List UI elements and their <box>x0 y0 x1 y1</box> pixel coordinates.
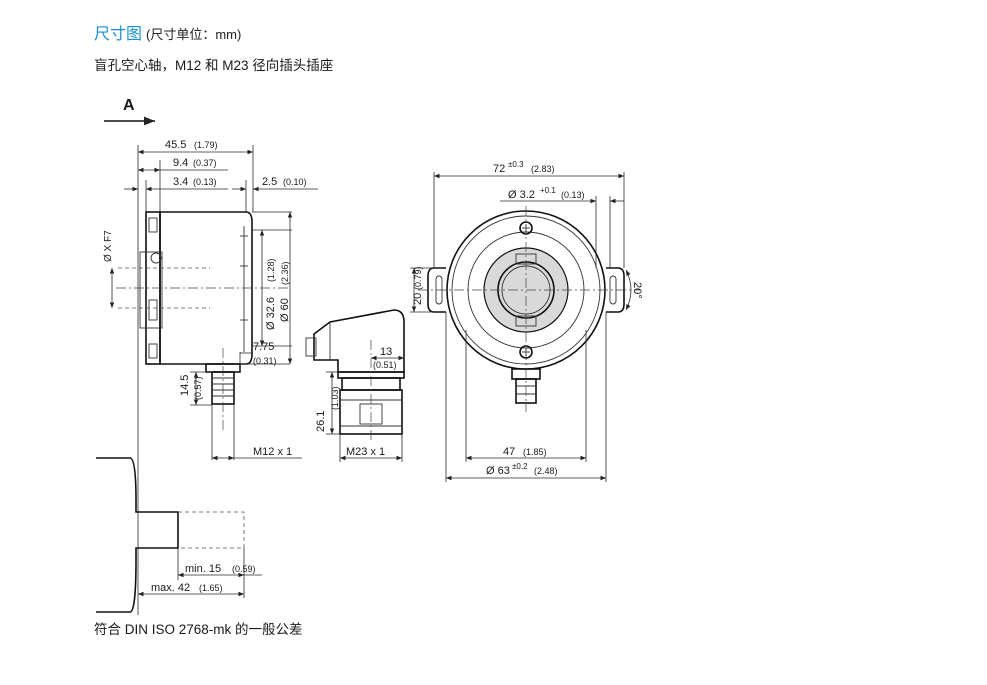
view-label: A <box>123 97 135 114</box>
dim-60-in: (2.36) <box>280 261 290 285</box>
unit-note: (尺寸单位：mm) <box>146 27 242 42</box>
dim-72: 72 <box>493 163 505 175</box>
dim-13-in: (0.51) <box>373 360 397 370</box>
page-subtitle: 盲孔空心轴，M12 和 M23 径向插头插座 <box>94 58 334 73</box>
side-view-m12: 45.5 (1.79) 9.4 (0.37) 3.4 (0.13) 2.5 (0… <box>103 139 318 615</box>
dim-3-2: Ø 3.2 <box>508 189 535 201</box>
title-text: 尺寸图 <box>94 26 143 43</box>
dim-72-in: (2.83) <box>531 164 555 174</box>
dim-min-15: min. 15 <box>185 563 221 575</box>
front-view: 72 ±0.3 (2.83) Ø 3.2 +0.1 (0.13) <box>410 160 643 482</box>
dim-20-in: (0.79) <box>413 266 423 290</box>
view-arrow-a: A <box>104 97 155 126</box>
dim-m23: M23 x 1 <box>346 446 385 458</box>
dim-min-15-in: (0.59) <box>232 564 256 574</box>
dim-20: 20 <box>412 293 424 305</box>
dim-3-4: 3.4 <box>173 176 188 188</box>
dim-7-75-in: (0.31) <box>253 356 277 366</box>
dim-max-42-in: (1.65) <box>199 583 223 593</box>
dim-45-5: 45.5 <box>165 139 186 151</box>
dim-32-6: Ø 32.6 <box>265 297 277 330</box>
dim-max-42: max. 42 <box>151 582 190 594</box>
dim-26-1-in: (1.03) <box>330 386 340 410</box>
dim-47-in: (1.85) <box>523 447 547 457</box>
dim-3-4-in: (0.13) <box>193 177 217 187</box>
dim-45-5-in: (1.79) <box>194 140 218 150</box>
dim-2-5: 2.5 <box>262 176 277 188</box>
dim-32-6-in: (1.28) <box>266 258 276 282</box>
dim-26-1: 26.1 <box>315 411 327 432</box>
dim-60: Ø 60 <box>279 298 291 322</box>
dim-9-4-in: (0.37) <box>193 158 217 168</box>
dim-7-75: 7.75 <box>253 341 274 353</box>
dim-72-tol: ±0.3 <box>508 160 524 169</box>
side-view-m23: 13 (0.51) 26.1 (1.03) M23 x 1 <box>305 309 405 462</box>
dim-47: 47 <box>503 446 515 458</box>
dim-angle-20: 20° <box>631 282 643 299</box>
dim-2-5-in: (0.10) <box>283 177 307 187</box>
dim-3-2-in: (0.13) <box>561 190 585 200</box>
dim-m12: M12 x 1 <box>253 446 292 458</box>
dim-shaft-bore: Ø X F7 <box>103 230 114 262</box>
dim-3-2-tol: +0.1 <box>540 186 556 195</box>
shaft-detail: min. 15 (0.59) max. 42 (1.65) <box>96 457 262 613</box>
dim-14-5: 14.5 <box>179 375 191 396</box>
dim-63-in: (2.48) <box>534 466 558 476</box>
dim-9-4: 9.4 <box>173 157 188 169</box>
dim-63-tol: ±0.2 <box>512 462 528 471</box>
dim-63: Ø 63 <box>486 465 510 477</box>
dim-14-5-in: (0.57) <box>193 376 203 400</box>
tolerance-note: 符合 DIN ISO 2768-mk 的一般公差 <box>94 622 303 637</box>
page-title: 尺寸图(尺寸单位：mm) <box>94 20 241 44</box>
dim-13: 13 <box>380 346 392 358</box>
